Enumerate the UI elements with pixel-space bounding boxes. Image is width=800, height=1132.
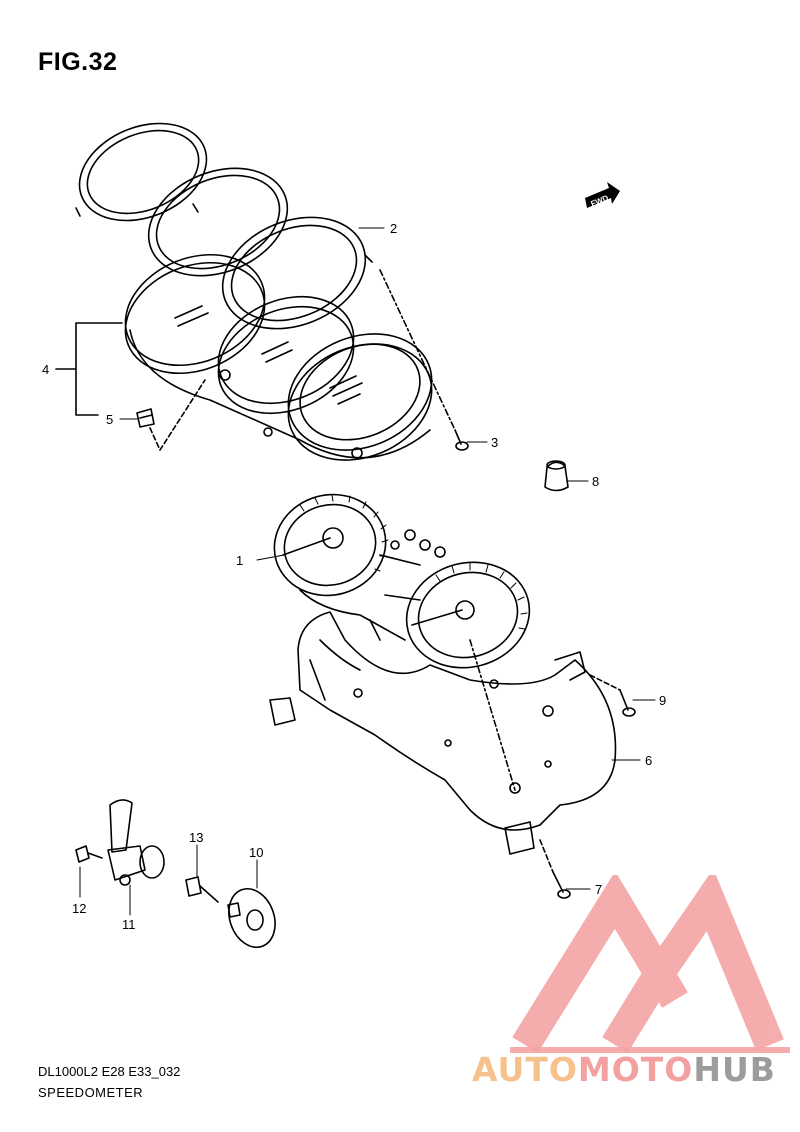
cover-ring-left [75, 122, 208, 222]
fwd-arrow-icon: FWD [585, 182, 620, 209]
speed-sensor [107, 799, 165, 886]
callout-2: 2 [390, 221, 397, 236]
figure-title: FIG.32 [38, 48, 118, 76]
brand-hub: HUB [693, 1050, 776, 1089]
screw-7 [539, 839, 571, 899]
gauge-ticks [299, 494, 528, 630]
brand-moto: MOTO [577, 1050, 694, 1089]
cover-ring-right [221, 216, 373, 330]
meter-case [124, 253, 433, 461]
callout-9: 9 [659, 693, 666, 708]
callout-10: 10 [249, 845, 263, 860]
callout-3: 3 [491, 435, 498, 450]
screw-9 [589, 674, 636, 717]
watermark-brand: AUTOMOTOHUB [472, 1050, 776, 1089]
callout-13: 13 [189, 830, 203, 845]
callout-5: 5 [106, 412, 113, 427]
callout-6: 6 [645, 753, 652, 768]
gauge-panel [273, 493, 531, 669]
lower-case [269, 611, 617, 855]
callout-12: 12 [72, 901, 86, 916]
callout-1: 1 [236, 553, 243, 568]
callout-8: 8 [592, 474, 599, 489]
callout-4: 4 [42, 362, 49, 377]
callout-11: 11 [122, 917, 136, 932]
washer [227, 888, 276, 948]
leader-lines [79, 227, 656, 916]
bolt-12 [75, 845, 103, 863]
rubber-cap [544, 460, 569, 492]
figure-code: DL1000L2 E28 E33_032 [38, 1064, 181, 1079]
grommet [136, 379, 206, 451]
cover-ring-middle [147, 167, 289, 277]
bolt-13 [185, 876, 219, 903]
figure-name: SPEEDOMETER [38, 1085, 144, 1100]
screw-3 [379, 269, 469, 451]
callout-7: 7 [595, 882, 602, 897]
watermark-logo-icon [510, 875, 790, 1053]
brand-auto: AUTO [472, 1050, 578, 1089]
bracket-4 [55, 322, 123, 416]
